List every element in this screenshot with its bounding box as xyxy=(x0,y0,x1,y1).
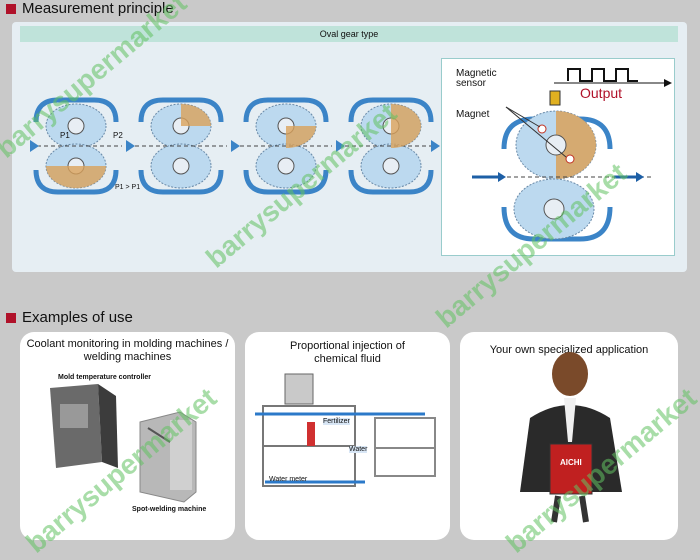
gear-step-2 xyxy=(135,100,227,192)
gear-step-1 xyxy=(30,100,122,192)
pressure-p1-label: P1 xyxy=(60,131,70,140)
card-caption: Mold temperature controller xyxy=(58,374,151,381)
card-title: Proportional injection of chemical fluid xyxy=(290,340,405,365)
section-marker-icon xyxy=(6,312,16,323)
pressure-p2-label: P2 xyxy=(113,131,123,140)
aichi-product-icon xyxy=(549,443,593,495)
example-card-chemical-injection: Proportional injection of chemical fluid… xyxy=(245,332,450,540)
card-title: Coolant monitoring in molding machines /… xyxy=(26,338,229,363)
gear-step-3 xyxy=(240,100,332,192)
flow-in-arrow-icon xyxy=(498,172,506,182)
magnetic-sensor-label: Magnetic sensor xyxy=(456,68,497,89)
example-card-coolant: Coolant monitoring in molding machines /… xyxy=(20,332,235,540)
oval-gear-label: Oval gear type xyxy=(20,26,678,42)
card-caption: Water xyxy=(349,446,368,453)
card-caption: Fertilizer xyxy=(323,418,350,425)
pulse-signal-icon xyxy=(567,68,638,82)
magnet-icon xyxy=(565,154,575,164)
card-caption: Water meter xyxy=(269,476,308,483)
magnet-label: Magnet xyxy=(456,109,490,120)
injection-rig-illustration xyxy=(255,373,436,487)
flow-out-arrow-icon xyxy=(636,172,644,182)
card-title: Your own specialized application xyxy=(489,344,649,356)
magnetic-sensor-icon xyxy=(549,90,561,106)
example-card-specialized: Your own specialized application AICHI xyxy=(460,332,678,540)
detail-diagram xyxy=(472,68,672,242)
product-label: AICHI xyxy=(560,458,582,467)
section-title: Measurement principle xyxy=(22,0,174,17)
output-label: Output xyxy=(580,85,623,101)
section-heading-principle: Measurement principle xyxy=(6,0,174,17)
section-marker-icon xyxy=(6,3,16,14)
gear-step-4 xyxy=(345,100,437,192)
card-caption: Spot-welding machine xyxy=(132,506,207,513)
machines-illustration xyxy=(50,384,197,503)
section-title: Examples of use xyxy=(22,309,133,326)
pressure-relation-label: P1 > P1 xyxy=(115,184,141,191)
person-illustration xyxy=(520,352,622,523)
magnetic-detail-box: Magnetic sensor Magnet Output xyxy=(441,58,675,256)
gear-sequence xyxy=(30,92,440,207)
section-heading-examples: Examples of use xyxy=(6,309,133,326)
